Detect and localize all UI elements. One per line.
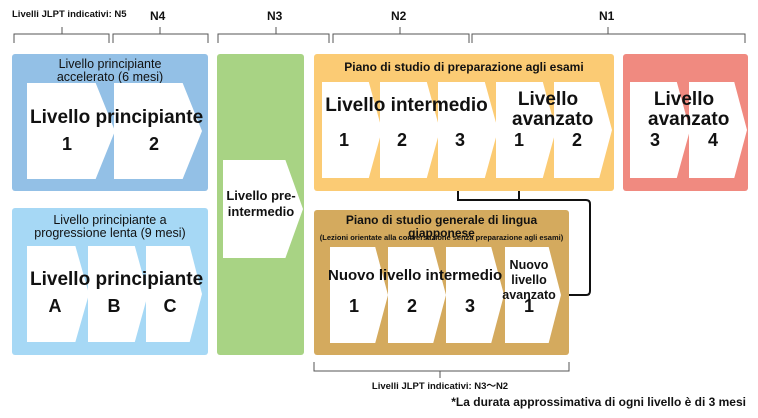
box-title: Piano di studio generale di lingua giapp… — [345, 213, 538, 240]
box-title: Piano di studio di preparazione agli esa… — [344, 60, 584, 74]
course-label: Livello principiante — [30, 107, 204, 128]
step-number: C — [163, 296, 177, 316]
step-chevron — [438, 82, 498, 178]
box-subtitle: (Lezioni orientate alla conversazione se… — [319, 233, 564, 242]
step-chevron — [380, 82, 440, 178]
course-label: Nuovo livello intermedio — [328, 267, 503, 284]
jlpt-n3: N3 — [267, 9, 283, 23]
box-title: Livello principiante a progressione lent… — [34, 213, 186, 240]
step-chevron — [630, 82, 690, 178]
step-chevron — [27, 83, 115, 179]
step-number: 1 — [513, 130, 524, 150]
step-number: 1 — [61, 134, 72, 154]
course-label: Livello principiante — [30, 269, 204, 290]
footnote: *La durata approssimativa di ogni livell… — [451, 395, 746, 409]
accelerated-beginner-box: Livello principiante accelerato (6 mesi)… — [12, 54, 208, 191]
step-number: 4 — [707, 130, 718, 150]
course-label: Livello avanzato — [512, 89, 594, 130]
step-chevron — [223, 160, 303, 258]
step-number: 2 — [396, 130, 407, 150]
course-label: Nuovo livello avanzato — [502, 258, 556, 302]
jlpt-n1: N1 — [599, 9, 615, 23]
pre-intermediate-label: Livello pre-intermedio — [226, 188, 296, 219]
step-chevron — [114, 83, 202, 179]
step-number: 2 — [148, 134, 159, 154]
jlpt-n2: N2 — [391, 9, 407, 23]
advanced-box: Livello avanzato 3 4 — [623, 54, 748, 191]
course-label: Livello avanzato — [648, 89, 730, 130]
step-chevron — [505, 247, 561, 343]
general-plan-box: Piano di studio generale di lingua giapp… — [314, 210, 569, 355]
jlpt-n4: N4 — [150, 9, 166, 23]
step-number: 1 — [338, 130, 349, 150]
jlpt-bottom-label: Livelli JLPT indicativi: N3〜N2 — [371, 381, 509, 392]
step-number: B — [107, 296, 121, 316]
step-number: 1 — [523, 296, 534, 316]
step-chevron — [496, 82, 556, 178]
jlpt-label-n5: Livelli JLPT indicativi: N5 — [12, 9, 127, 20]
step-number: 3 — [454, 130, 465, 150]
slow-beginner-box: Livello principiante a progressione lent… — [12, 208, 208, 355]
step-chevron — [330, 247, 388, 343]
step-chevron — [88, 246, 148, 342]
step-chevron — [388, 247, 446, 343]
step-chevron — [27, 246, 89, 342]
course-label: Livello intermedio — [325, 95, 488, 116]
step-chevron — [146, 246, 202, 342]
step-number: A — [48, 296, 62, 316]
step-number: 3 — [649, 130, 660, 150]
exam-prep-plan-box: Piano di studio di preparazione agli esa… — [314, 54, 614, 191]
box-title: Livello principiante accelerato (6 mesi) — [56, 57, 164, 84]
step-chevron — [446, 247, 504, 343]
pre-intermediate-box: Livello pre-intermedio — [217, 54, 304, 355]
step-number: 3 — [464, 296, 475, 316]
step-number: 1 — [348, 296, 359, 316]
step-number: 2 — [406, 296, 417, 316]
step-chevron — [554, 82, 612, 178]
step-chevron — [689, 82, 747, 178]
step-chevron — [322, 82, 382, 178]
step-number: 2 — [571, 130, 582, 150]
